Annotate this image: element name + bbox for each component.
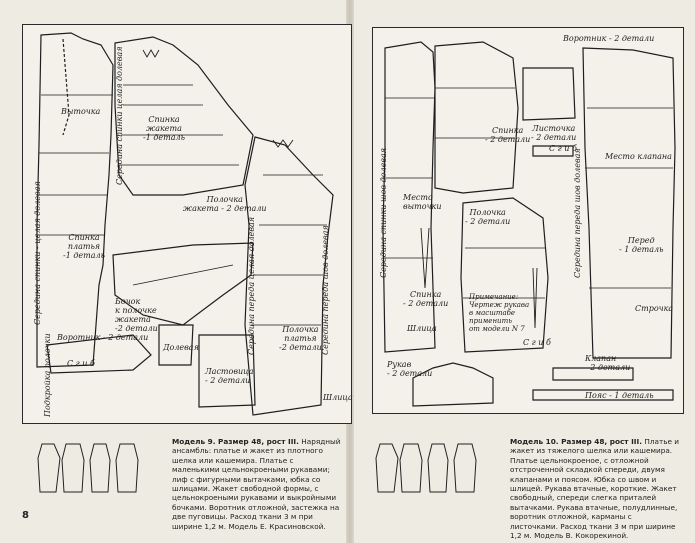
right-label-pered: Перед - 1 деталь xyxy=(619,236,664,254)
left-model-thumbnails xyxy=(36,440,146,496)
left-caption: Модель 9. Размер 48, рост III. Нарядный … xyxy=(172,437,342,531)
left-label-vorotnik: Воротник - 2 детали xyxy=(57,333,149,342)
left-label-dolevaya: Долевая xyxy=(163,343,199,352)
right-label-sgib2: С г и б xyxy=(523,338,551,347)
right-pattern-drawing xyxy=(382,41,676,407)
left-vlabel-seredina-perednika: Середина переда целая долевая xyxy=(247,216,256,355)
right-label-poyas: Пояс - 1 деталь xyxy=(585,391,654,400)
page-number: 8 xyxy=(22,510,29,521)
right-caption: Модель 10. Размер 48, рост III. Платье и… xyxy=(510,437,680,540)
right-caption-title: Модель 10. Размер 48, рост III. xyxy=(510,437,642,446)
left-vlabel-seredina-perednika-2: Середина переда шов долевая xyxy=(321,225,330,355)
right-vlabel-seredina-spinki: Середина спинки шов долевая xyxy=(379,147,388,278)
left-pattern-frame: Выточка Спинка жакета -1 деталь Полочка … xyxy=(22,24,353,424)
right-label-shlitsa: Шлица xyxy=(407,324,437,333)
left-label-polochka-zhaketa: Полочка жакета - 2 детали xyxy=(183,195,267,213)
left-pattern-drawing xyxy=(36,32,334,416)
right-pattern-frame: Воротник - 2 детали Спинка - 2 детали Ли… xyxy=(372,27,684,414)
right-label-listochka: Листочка - 2 детали xyxy=(531,124,577,142)
left-vlabel-seredina-spinki-zhaketa: Середина спинки целая долевая xyxy=(115,46,124,186)
right-label-spinka: Спинка - 2 детали xyxy=(485,126,531,144)
right-label-vorotnik: Воротник - 2 детали xyxy=(563,34,655,43)
left-vlabel-seredina-spinki: Середина спинки - целая долевая xyxy=(33,181,42,325)
left-vlabel-podkroyka: Подкройка полочки xyxy=(43,333,52,417)
left-label-sgib: С г и б xyxy=(67,359,95,368)
left-label-spinka-platya: Спинка платья -1 деталь xyxy=(63,233,105,260)
left-label-bochok: Бочок к полочке жакета -2 детали xyxy=(115,297,158,333)
left-label-spinka-zhaketa: Спинка жакета -1 деталь xyxy=(143,115,185,142)
right-label-mesto-vytachki: Место выточки xyxy=(403,193,442,211)
right-caption-text: Платье и жакет из тяжелого шелка или каш… xyxy=(510,437,680,541)
left-label-shlitsa: Шлица xyxy=(323,393,353,402)
left-thumbnail-figures xyxy=(37,443,139,493)
right-model-thumbnails xyxy=(374,440,484,496)
left-label-lastovitsa: Ластовица - 2 детали xyxy=(205,367,254,385)
right-label-spinka2: Спинка - 2 детали xyxy=(403,290,449,308)
right-label-sgib: С г и б xyxy=(549,144,577,153)
right-label-klapan: Клапан - 2 детали xyxy=(585,354,631,372)
right-thumbnail-figures xyxy=(375,443,477,493)
right-label-polochka: Полочка - 2 детали xyxy=(465,208,511,226)
left-label-vytochka: Выточка xyxy=(61,107,101,116)
right-label-primechanie: Примечание: Чертеж рукава в масштабе при… xyxy=(469,293,530,333)
right-vlabel-seredina-perednika: Середина переда шов долевая xyxy=(573,148,582,278)
left-caption-text: Нарядный ансамбль: платье и жакет из пло… xyxy=(172,437,341,531)
left-caption-title: Модель 9. Размер 48, рост III. xyxy=(172,437,299,446)
right-label-strochka: Строчка xyxy=(635,304,674,313)
right-label-rukav: Рукав - 2 детали xyxy=(387,360,433,378)
left-label-polochka-platya: Полочка платья -2 детали xyxy=(279,325,322,352)
right-label-mesto-klapana: Место клапана xyxy=(605,152,672,161)
